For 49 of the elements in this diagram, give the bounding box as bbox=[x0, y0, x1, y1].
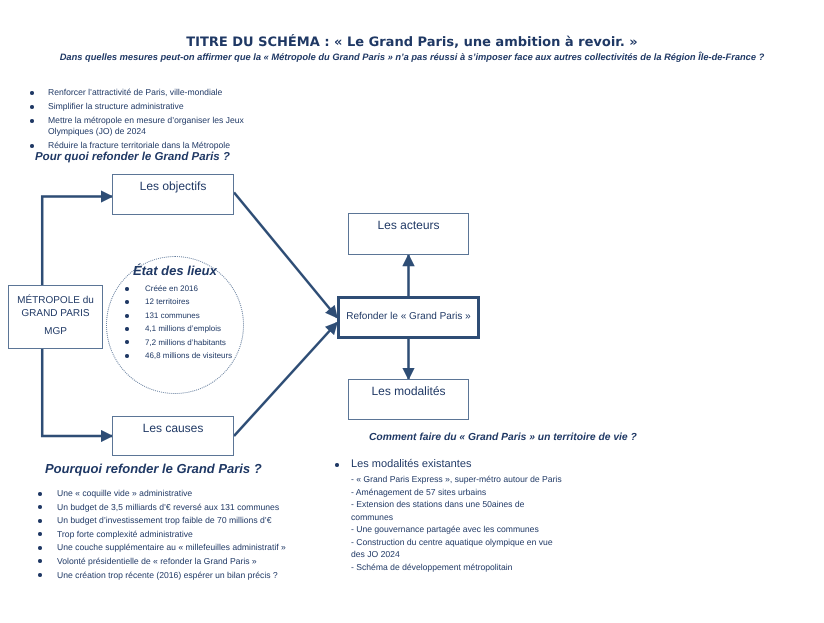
box-label: MGP bbox=[44, 326, 67, 339]
bullet-item: Un budget d’investissement trop faible de 70 millions d’€ bbox=[57, 515, 272, 526]
list-item: - Extension des stations dans une 50aines de communes bbox=[351, 499, 524, 522]
bullet-item: 46,8 millions de visiteurs bbox=[145, 351, 232, 360]
diagram-title: TITRE DU SCHÉMA : « Le Grand Paris, une ambition à revoir. » bbox=[185, 35, 639, 50]
section-question: Pourquoi refonder le Grand Paris ? bbox=[45, 461, 262, 476]
list-item: - Aménagement de 57 sites urbains bbox=[351, 486, 486, 496]
bullet-item: 7,2 millions d’habitants bbox=[145, 338, 226, 347]
list-item: - Construction du centre aquatique olympique en vue des JO 2024 bbox=[351, 536, 553, 559]
process-box bbox=[348, 213, 469, 255]
section-question: Pour quoi refonder le Grand Paris ? bbox=[35, 151, 230, 163]
bullet-item: Réduire la fracture territoriale dans la Métropole bbox=[48, 140, 230, 150]
arrow bbox=[402, 254, 415, 296]
bullet-item: Créée en 2016 bbox=[145, 284, 198, 293]
process-box bbox=[8, 285, 103, 349]
box-label: MÉTROPOLE du GRAND PARIS bbox=[16, 295, 95, 320]
box-label: Les acteurs bbox=[377, 218, 440, 233]
bullet-item: Trop forte complexité administrative bbox=[57, 528, 193, 539]
bullet-item: Mettre la métropole en mesure d’organiser les Jeux Olympiques (JO) de 2024 bbox=[48, 115, 244, 136]
arrow bbox=[233, 192, 338, 318]
section-question: Comment faire du « Grand Paris » un territoire de vie ? bbox=[369, 432, 637, 443]
arrow bbox=[233, 322, 338, 437]
list-item: - Une gouvernance partagée avec les communes bbox=[351, 524, 539, 534]
bullet-item: Une création trop récente (2016) espérer un bilan précis ? bbox=[57, 570, 278, 580]
box-label: Les objectifs bbox=[140, 179, 206, 194]
bullet-item: Volonté présidentielle de « refonder la Grand Paris » bbox=[57, 556, 257, 566]
bullet-item: 4,1 millions d’emplois bbox=[145, 324, 222, 334]
bullet-item: Les modalités existantes bbox=[351, 458, 472, 470]
process-box bbox=[337, 296, 480, 339]
subtitle-question: Dans quelles mesures peut-on affirmer que la « Métropole du Grand Paris » n’a pas réussi à s’imposer face aux autres collectivités de la Région Île-de-France ? bbox=[58, 52, 766, 62]
bullet-item: Une « coquille vide » administrative bbox=[57, 488, 192, 498]
arrow bbox=[402, 339, 415, 380]
circle-heading: État des lieux bbox=[133, 263, 218, 278]
bullet-item: Une couche supplémentaire au « millefeuilles administratif » bbox=[57, 542, 286, 552]
arrow bbox=[40, 190, 114, 285]
process-box bbox=[348, 379, 469, 420]
bullet-item: Simplifier la structure administrative bbox=[48, 101, 184, 111]
box-label: Refonder le « Grand Paris » bbox=[346, 311, 471, 324]
bullet-item: 131 communes bbox=[145, 310, 200, 320]
arrow bbox=[40, 349, 114, 442]
box-label: Les causes bbox=[142, 421, 204, 436]
box-label: Les modalités bbox=[371, 384, 446, 399]
list-item: - « Grand Paris Express », super-métro autour de Paris bbox=[351, 474, 562, 484]
process-box bbox=[112, 416, 234, 456]
bullet-item: 12 territoires bbox=[145, 297, 190, 306]
bullet-item: Renforcer l’attractivité de Paris, ville-mondiale bbox=[48, 87, 222, 97]
bullet-item: Un budget de 3,5 milliards d’€ reversé aux 131 communes bbox=[57, 502, 280, 512]
process-box bbox=[112, 174, 234, 215]
list-item: - Schéma de développement métropolitain bbox=[351, 562, 512, 572]
